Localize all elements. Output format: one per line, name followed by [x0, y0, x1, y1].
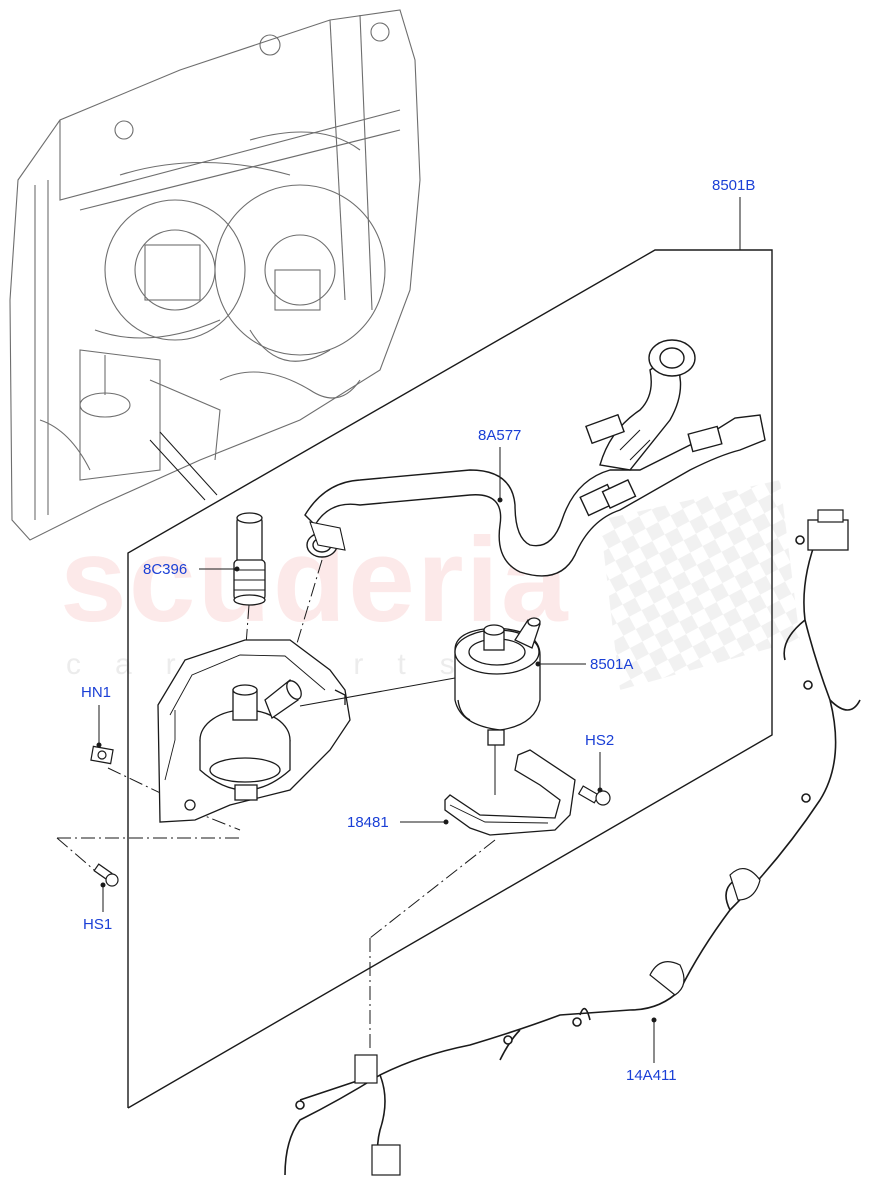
- callout-8c396[interactable]: 8C396: [143, 561, 188, 578]
- coolant-hose: [304, 339, 766, 577]
- nut-hn1: [90, 745, 114, 765]
- callout-8501b[interactable]: 8501B: [712, 177, 756, 194]
- radiator-leader: [149, 431, 218, 501]
- callout-14a411[interactable]: 14A411: [626, 1067, 677, 1084]
- pump-bracket-18481: [444, 749, 576, 836]
- radiator-assembly: [9, 9, 421, 541]
- screw-hs1: [93, 863, 119, 887]
- watermark-flag: [600, 480, 800, 690]
- hose-connector: [233, 512, 266, 606]
- screw-hs2: [577, 785, 611, 806]
- center-lines: [56, 559, 496, 1050]
- leader-dots: [96, 497, 657, 1023]
- detail-enclosure: [127, 197, 773, 1109]
- callout-18481[interactable]: 18481: [347, 814, 389, 831]
- callout-leaders: [98, 447, 655, 1063]
- callout-8a577[interactable]: 8A577: [478, 427, 522, 444]
- wiring-harness: [284, 509, 861, 1176]
- callout-hn1[interactable]: HN1: [81, 684, 112, 701]
- callout-8501a[interactable]: 8501A: [590, 656, 634, 673]
- electric-water-pump: [454, 617, 541, 746]
- callout-hs2[interactable]: HS2: [585, 732, 615, 749]
- callout-hs1[interactable]: HS1: [83, 916, 113, 933]
- installed-pump-bracket: [157, 639, 351, 823]
